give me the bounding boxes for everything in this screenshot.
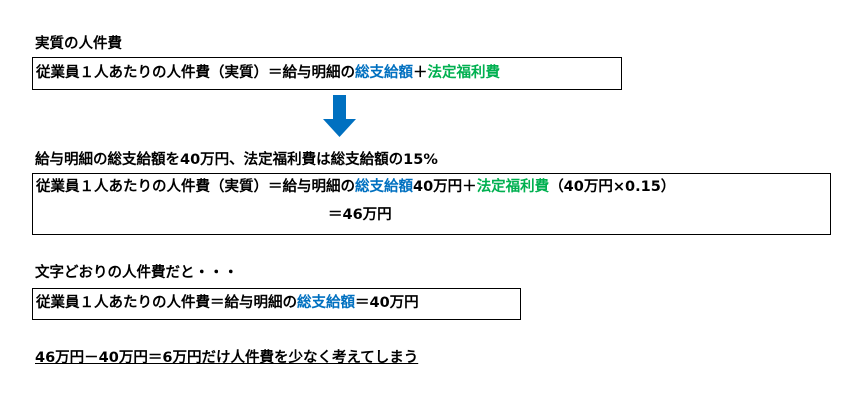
legal-welfare-term: 法定福利費 (476, 179, 550, 195)
formula-real-cost: 従業員１人あたりの人件費（実質）＝給与明細の総支給額＋法定福利費 (36, 64, 500, 82)
gross-pay-term: 総支給額 (355, 179, 413, 195)
formula-example: 従業員１人あたりの人件費（実質）＝給与明細の総支給額40万円＋法定福利費（40万… (36, 178, 675, 196)
formula-lhs: 従業員１人あたりの人件費＝給与明細の (36, 295, 297, 311)
formula-literal: 従業員１人あたりの人件費＝給与明細の総支給額＝40万円 (36, 294, 419, 312)
gross-pay-term: 総支給額 (297, 295, 355, 311)
legal-welfare-term: 法定福利費 (427, 65, 501, 81)
formula-box-literal (32, 288, 521, 320)
section3-heading: 文字どおりの人件費だと・・・ (35, 265, 238, 281)
formula-rhs: ＝40万円 (355, 295, 419, 311)
conclusion-text: 46万円－40万円＝6万円だけ人件費を少なく考えてしまう (35, 350, 419, 366)
formula-box-example (32, 173, 831, 235)
formula-lhs: 従業員１人あたりの人件費（実質）＝給与明細の (36, 65, 355, 81)
plus-sign: ＋ (413, 65, 428, 81)
section1-heading: 実質の人件費 (35, 36, 122, 52)
welfare-calculation: （40万円×0.15） (549, 179, 676, 195)
formula-result: ＝46万円 (328, 207, 392, 223)
formula-lhs: 従業員１人あたりの人件費（実質）＝給与明細の (36, 179, 355, 195)
gross-pay-term: 総支給額 (355, 65, 413, 81)
section2-heading: 給与明細の総支給額を40万円、法定福利費は総支給額の15% (35, 152, 438, 168)
gross-pay-value: 40万円＋ (413, 179, 477, 195)
formula-box-real-cost (32, 57, 622, 90)
down-arrow-icon (323, 95, 356, 137)
